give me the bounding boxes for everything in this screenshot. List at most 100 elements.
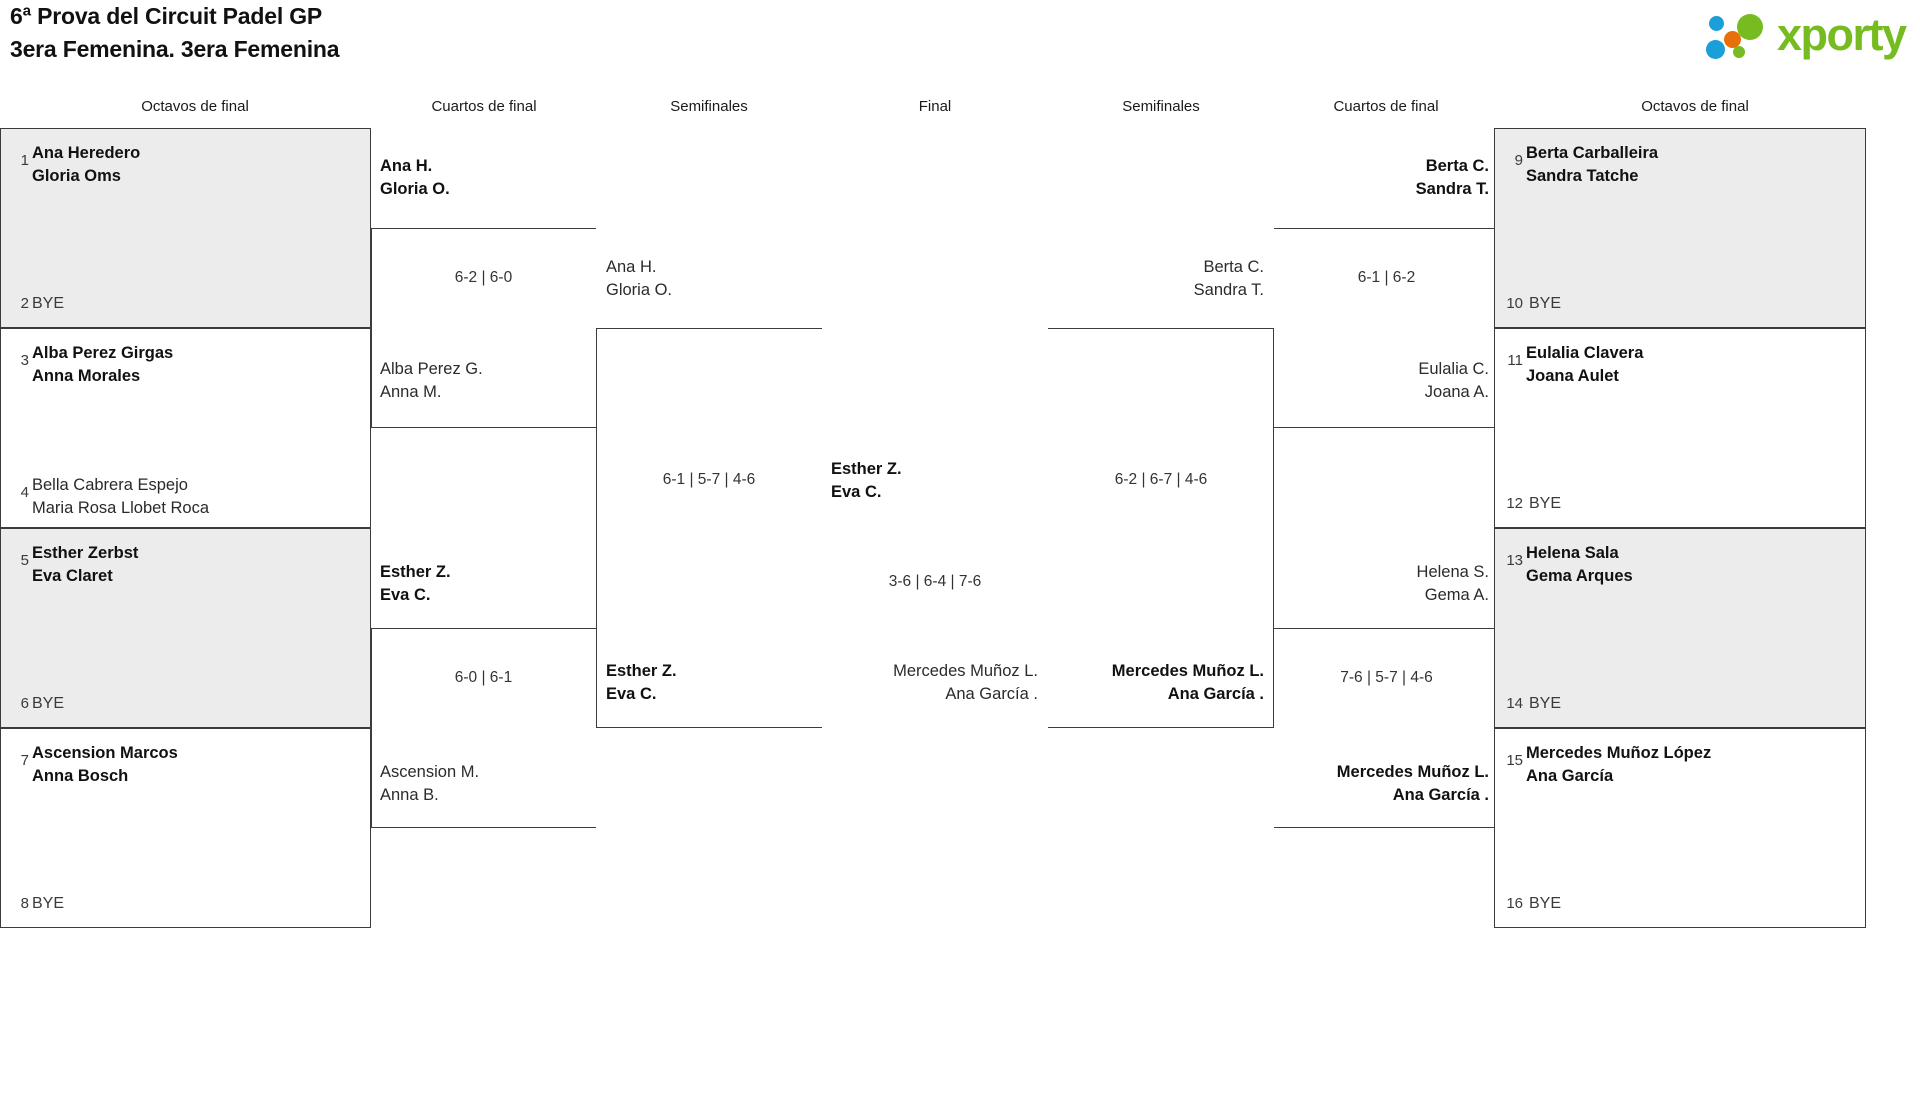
advancer-line-1: Esther Z. bbox=[380, 563, 451, 581]
score-right-cuartos-1: 6-1 | 6-2 bbox=[1357, 269, 1416, 286]
advancer-line-1: Ana H. bbox=[380, 157, 433, 175]
logo-wordmark: xporty bbox=[1777, 9, 1907, 60]
advancer-line-2: Ana García . bbox=[1167, 684, 1264, 703]
player-line-1: Ana Heredero bbox=[32, 144, 141, 162]
seed-number-1: 1 bbox=[20, 152, 29, 169]
bye-label-10: BYE bbox=[1529, 295, 1562, 312]
advancer-right-cuartos-1-top: Berta C. Sandra T. bbox=[1274, 155, 1489, 200]
advancer-line-1: Helena S. bbox=[1416, 563, 1489, 581]
player-names-4: Bella Cabrera Espejo Maria Rosa Llobet R… bbox=[32, 474, 209, 519]
player-names-7: Ascension Marcos Anna Bosch bbox=[32, 742, 178, 787]
advancer-line-2: Eva C. bbox=[606, 684, 657, 703]
bye-label-14: BYE bbox=[1529, 695, 1562, 712]
seed-number-7: 7 bbox=[20, 752, 29, 769]
seed-number-8: 8 bbox=[20, 895, 29, 912]
bye-label-6: BYE bbox=[32, 695, 65, 712]
advancer-line-2: Gloria O. bbox=[606, 280, 673, 299]
connector-right-semis bbox=[1048, 328, 1274, 728]
advancer-right-semis-top: Berta C. Sandra T. bbox=[1048, 256, 1264, 301]
seed-number-14: 14 bbox=[1506, 695, 1523, 712]
player-line-2: Anna Bosch bbox=[32, 766, 129, 785]
player-line-1: Alba Perez Girgas bbox=[32, 344, 174, 362]
score-right-semis: 6-2 | 6-7 | 4-6 bbox=[1114, 471, 1208, 488]
slot-seed-15[interactable]: 15 Mercedes Muñoz López Ana García 16 BY… bbox=[1494, 728, 1866, 928]
page-title: 6ª Prova del Circuit Padel GP 3era Femen… bbox=[10, 0, 340, 66]
seed-number-9: 9 bbox=[1514, 152, 1523, 169]
slot-seed-7[interactable]: 7 Ascension Marcos Anna Bosch 8 BYE bbox=[0, 728, 371, 928]
advancer-left-cuartos-1-bottom: Alba Perez G. Anna M. bbox=[380, 358, 483, 403]
advancer-right-cuartos-2-top: Helena S. Gema A. bbox=[1274, 561, 1489, 606]
player-line-2: Gema Arques bbox=[1526, 566, 1633, 585]
advancer-line-2: Anna B. bbox=[380, 785, 439, 804]
bye-label-12: BYE bbox=[1529, 495, 1562, 512]
player-line-1: Helena Sala bbox=[1526, 544, 1619, 562]
connector-left-cuartos-2 bbox=[371, 628, 596, 828]
seed-number-2: 2 bbox=[20, 295, 29, 312]
advancer-line-1: Eulalia C. bbox=[1418, 360, 1489, 378]
round-header-semifinales-left: Semifinales bbox=[670, 98, 748, 115]
player-line-2: Joana Aulet bbox=[1526, 366, 1619, 385]
advancer-left-semis-bottom: Esther Z. Eva C. bbox=[606, 660, 677, 705]
slot-seed-3[interactable]: 3 Alba Perez Girgas Anna Morales 4 Bella… bbox=[0, 328, 371, 528]
round-header-octavos-right: Octavos de final bbox=[1641, 98, 1749, 115]
score-final: 3-6 | 6-4 | 7-6 bbox=[888, 573, 982, 590]
seed-number-5: 5 bbox=[20, 552, 29, 569]
player-names-11: Eulalia Clavera Joana Aulet bbox=[1526, 342, 1643, 387]
slot-seed-11[interactable]: 11 Eulalia Clavera Joana Aulet 12 BYE bbox=[1494, 328, 1866, 528]
advancer-line-2: Gloria O. bbox=[380, 179, 450, 198]
advancer-right-cuartos-2-bottom: Mercedes Muñoz L. Ana García . bbox=[1274, 761, 1489, 806]
advancer-line-2: Sandra T. bbox=[1415, 179, 1489, 198]
seed-number-3: 3 bbox=[20, 352, 29, 369]
advancer-line-2: Gema A. bbox=[1424, 585, 1489, 604]
advancer-right-cuartos-1-bottom: Eulalia C. Joana A. bbox=[1274, 358, 1489, 403]
seed-number-12: 12 bbox=[1506, 495, 1523, 512]
advancer-line-1: Alba Perez G. bbox=[380, 360, 483, 378]
advancer-line-1: Mercedes Muñoz L. bbox=[1336, 763, 1489, 781]
player-line-2: Maria Rosa Llobet Roca bbox=[32, 498, 210, 517]
round-header-final: Final bbox=[918, 98, 952, 115]
seed-number-15: 15 bbox=[1506, 752, 1523, 769]
advancer-line-1: Berta C. bbox=[1203, 258, 1264, 276]
player-line-1: Ascension Marcos bbox=[32, 744, 178, 762]
slot-seed-5[interactable]: 5 Esther Zerbst Eva Claret 6 BYE bbox=[0, 528, 371, 728]
advancer-final-top: Esther Z. Eva C. bbox=[831, 458, 902, 503]
player-line-2: Sandra Tatche bbox=[1526, 166, 1639, 185]
player-line-2: Ana García bbox=[1526, 766, 1614, 785]
score-left-semis: 6-1 | 5-7 | 4-6 bbox=[662, 471, 756, 488]
slot-seed-9[interactable]: 9 Berta Carballeira Sandra Tatche 10 BYE bbox=[1494, 128, 1866, 328]
player-names-15: Mercedes Muñoz López Ana García bbox=[1526, 742, 1711, 787]
slot-seed-13[interactable]: 13 Helena Sala Gema Arques 14 BYE bbox=[1494, 528, 1866, 728]
connector-left-semis bbox=[596, 328, 822, 728]
slot-seed-1[interactable]: 1 Ana Heredero Gloria Oms 2 BYE bbox=[0, 128, 371, 328]
advancer-line-2: Ana García . bbox=[1392, 785, 1489, 804]
bye-label-8: BYE bbox=[32, 895, 65, 912]
player-line-2: Anna Morales bbox=[32, 366, 141, 385]
player-line-1: Berta Carballeira bbox=[1526, 144, 1659, 162]
advancer-line-1: Esther Z. bbox=[831, 460, 902, 478]
advancer-right-semis-bottom: Mercedes Muñoz L. Ana García . bbox=[1048, 660, 1264, 705]
bye-label-16: BYE bbox=[1529, 895, 1562, 912]
player-line-2: Gloria Oms bbox=[32, 166, 121, 185]
player-names-13: Helena Sala Gema Arques bbox=[1526, 542, 1633, 587]
seed-number-16: 16 bbox=[1506, 895, 1523, 912]
player-line-1: Mercedes Muñoz López bbox=[1526, 744, 1712, 762]
advancer-line-2: Joana A. bbox=[1424, 382, 1489, 401]
bye-label-2: BYE bbox=[32, 295, 65, 312]
advancer-line-1: Esther Z. bbox=[606, 662, 677, 680]
logo-dots-icon bbox=[1705, 12, 1777, 60]
round-header-semifinales-right: Semifinales bbox=[1122, 98, 1200, 115]
round-header-cuartos-left: Cuartos de final bbox=[431, 98, 537, 115]
title-line-2: 3era Femenina. 3era Femenina bbox=[10, 36, 340, 62]
connector-left-cuartos-1 bbox=[371, 228, 596, 428]
player-names-3: Alba Perez Girgas Anna Morales bbox=[32, 342, 173, 387]
round-header-cuartos-right: Cuartos de final bbox=[1333, 98, 1439, 115]
seed-number-6: 6 bbox=[20, 695, 29, 712]
advancer-line-2: Eva C. bbox=[380, 585, 431, 604]
seed-number-10: 10 bbox=[1506, 295, 1523, 312]
round-header-octavos-left: Octavos de final bbox=[141, 98, 249, 115]
advancer-line-1: Berta C. bbox=[1425, 157, 1489, 175]
advancer-left-cuartos-1-top: Ana H. Gloria O. bbox=[380, 155, 450, 200]
advancer-line-2: Anna M. bbox=[380, 382, 442, 401]
score-left-cuartos-1: 6-2 | 6-0 bbox=[454, 269, 513, 286]
player-line-1: Bella Cabrera Espejo bbox=[32, 476, 188, 494]
